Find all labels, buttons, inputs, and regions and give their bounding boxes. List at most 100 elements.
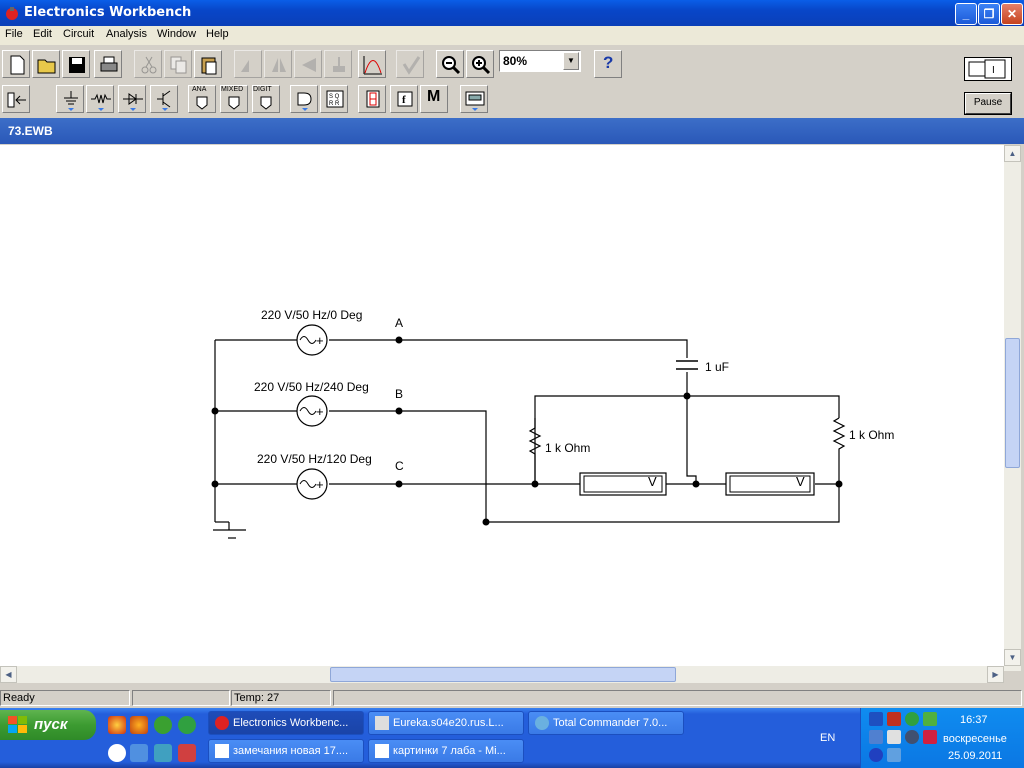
flip-horizontal-button[interactable]	[264, 50, 292, 78]
menu-help[interactable]: Help	[206, 28, 229, 40]
task-word-document-1[interactable]: замечания новая 17....	[208, 739, 364, 763]
save-button[interactable]	[62, 50, 90, 78]
indicators-bin-button[interactable]	[358, 85, 386, 113]
close-button[interactable]: ✕	[1001, 3, 1023, 25]
tray-volume-icon[interactable]	[887, 730, 901, 744]
task-word-document-2[interactable]: картинки 7 лаба - Mi...	[368, 739, 524, 763]
quicklaunch-browser-icon[interactable]	[108, 716, 126, 734]
task-label: замечания новая 17....	[233, 745, 349, 757]
power-switch[interactable]: I	[964, 57, 1012, 81]
analog-ics-bin-button[interactable]: ANA	[188, 85, 216, 113]
flip-vertical-button[interactable]	[294, 50, 322, 78]
tray-kaspersky-icon[interactable]	[923, 730, 937, 744]
analysis-graphs-button[interactable]	[358, 50, 386, 78]
subcircuit-button[interactable]	[396, 50, 424, 78]
horizontal-scroll-thumb[interactable]	[330, 667, 676, 682]
circuit-schematic: + + +	[211, 324, 846, 539]
paste-button[interactable]	[194, 50, 222, 78]
tray-network-icon[interactable]	[869, 730, 883, 744]
dropdown-arrow-icon[interactable]: ▼	[563, 52, 579, 70]
ground-symbol[interactable]	[213, 521, 246, 539]
ac-source-c[interactable]: +	[296, 468, 328, 500]
menu-analysis[interactable]: Analysis	[106, 28, 147, 40]
vertical-scroll-thumb[interactable]	[1005, 338, 1020, 468]
open-file-button[interactable]	[32, 50, 60, 78]
help-button[interactable]: ?	[594, 50, 622, 78]
tray-app-icon[interactable]	[905, 730, 919, 744]
status-ready: Ready	[0, 690, 130, 706]
task-total-commander[interactable]: Total Commander 7.0...	[528, 711, 684, 735]
rotate-button[interactable]	[234, 50, 262, 78]
app-title-bar[interactable]: Electronics Workbench _ ❐ ✕	[0, 0, 1024, 26]
task-electronics-workbench[interactable]: Electronics Workbenc...	[208, 711, 364, 735]
quicklaunch-desktop-icon[interactable]	[154, 744, 172, 762]
capacitor-label: 1 uF	[705, 360, 730, 374]
menu-circuit[interactable]: Circuit	[63, 28, 95, 40]
tray-app-icon[interactable]	[887, 712, 901, 726]
capacitor[interactable]	[676, 360, 698, 370]
vertical-scrollbar[interactable]: ▲ ▼	[1004, 145, 1021, 671]
mixed-ics-bin-button[interactable]: MIXED	[220, 85, 248, 113]
digital-ics-bin-button[interactable]: DIGIT	[252, 85, 280, 113]
start-button[interactable]: пуск	[0, 710, 96, 740]
tray-bluetooth-icon[interactable]	[869, 748, 883, 762]
custom-parts-button[interactable]	[2, 85, 30, 113]
tray-app-icon[interactable]	[923, 712, 937, 726]
ac-source-a[interactable]: +	[296, 324, 328, 356]
menu-window[interactable]: Window	[157, 28, 197, 40]
instruments-bin-button[interactable]	[460, 85, 488, 113]
task-eureka[interactable]: Eureka.s04e20.rus.L...	[368, 711, 524, 735]
quicklaunch-explorer-icon[interactable]	[130, 744, 148, 762]
resistor-right-label: 1 k Ohm	[849, 428, 895, 442]
mixed-ic-icon	[228, 96, 240, 110]
quicklaunch-app-icon[interactable]	[178, 744, 196, 762]
horizontal-scrollbar[interactable]: ◀ ▶	[0, 666, 1004, 683]
zoom-out-button[interactable]	[436, 50, 464, 78]
diodes-bin-button[interactable]	[118, 85, 146, 113]
copy-button[interactable]	[164, 50, 192, 78]
tray-app-icon[interactable]	[887, 748, 901, 762]
quicklaunch-tool-icon[interactable]	[154, 716, 172, 734]
new-file-button[interactable]	[2, 50, 30, 78]
print-button[interactable]	[94, 50, 122, 78]
document-title-bar[interactable]: 73.EWB	[0, 118, 1024, 144]
status-bar: Ready Temp: 27	[0, 688, 1024, 708]
app-logo-icon	[6, 7, 18, 20]
minimize-button[interactable]: _	[955, 3, 977, 25]
quicklaunch-firefox-icon[interactable]	[130, 716, 148, 734]
scroll-down-arrow-icon[interactable]: ▼	[1004, 649, 1021, 666]
language-indicator[interactable]: EN	[820, 732, 836, 744]
sources-bin-button[interactable]	[56, 85, 84, 113]
basic-bin-button[interactable]	[86, 85, 114, 113]
tray-utorrent-icon[interactable]	[905, 712, 919, 726]
scroll-right-arrow-icon[interactable]: ▶	[987, 666, 1004, 683]
zoom-in-button[interactable]	[466, 50, 494, 78]
logic-gates-bin-button[interactable]	[290, 85, 318, 113]
controls-bin-button[interactable]: f	[390, 85, 418, 113]
zoom-level-select[interactable]: 80% ▼	[499, 50, 581, 72]
menu-edit[interactable]: Edit	[33, 28, 52, 40]
floppy-disk-icon	[69, 57, 85, 73]
quicklaunch-utorrent-icon[interactable]	[178, 716, 196, 734]
restore-button[interactable]: ❐	[978, 3, 1000, 25]
tray-app-icon[interactable]	[869, 712, 883, 726]
resistor-left[interactable]	[528, 418, 542, 460]
clock-time[interactable]: 16:37	[960, 714, 988, 726]
menu-file[interactable]: File	[5, 28, 23, 40]
cut-button[interactable]	[134, 50, 162, 78]
subcircuit-icon	[402, 56, 421, 75]
voltmeter-1[interactable]	[579, 472, 667, 496]
scroll-up-arrow-icon[interactable]: ▲	[1004, 145, 1021, 162]
scroll-left-arrow-icon[interactable]: ◀	[0, 666, 17, 683]
circuit-canvas[interactable]: + + +	[0, 145, 1004, 671]
svg-text:+: +	[316, 477, 324, 492]
quicklaunch-panda-icon[interactable]	[108, 744, 126, 762]
resistor-right[interactable]	[832, 417, 846, 452]
miscellaneous-bin-button[interactable]: M	[420, 85, 448, 113]
ac-source-b[interactable]: +	[296, 395, 328, 427]
pause-button[interactable]: Pause	[965, 93, 1011, 114]
voltmeter-2[interactable]	[725, 472, 815, 496]
component-properties-button[interactable]	[324, 50, 352, 78]
transistors-bin-button[interactable]	[150, 85, 178, 113]
